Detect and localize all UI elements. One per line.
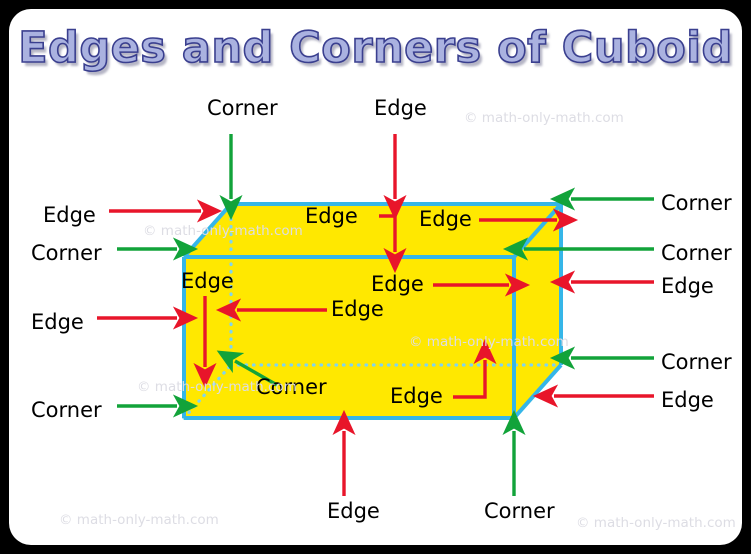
arrow-inner-top-edge-1 — [379, 214, 407, 274]
label-inner-mid-edge-2: Edge — [331, 297, 384, 321]
label-left-corner-2: Corner — [31, 398, 102, 422]
cuboid-hidden-edge-depth-left — [182, 363, 233, 420]
label-bottom-edge: Edge — [327, 499, 380, 523]
label-right-corner-1: Corner — [661, 191, 732, 215]
label-bottom-corner: Corner — [484, 499, 555, 523]
label-inner-top-edge-2: Edge — [419, 207, 472, 231]
watermark: © math-only-math.com — [576, 515, 736, 531]
label-left-edge-1: Edge — [43, 203, 96, 227]
diagram-canvas: Edges and Corners of Cuboid — [9, 9, 742, 545]
label-inner-mid-edge-1: Edge — [371, 272, 424, 296]
cuboid-illustration — [97, 134, 654, 496]
label-inner-top-edge-1: Edge — [305, 204, 358, 228]
label-right-corner-2: Corner — [661, 241, 732, 265]
watermark: © math-only-math.com — [137, 379, 297, 395]
label-inner-left-edge: Edge — [181, 269, 234, 293]
label-left-edge-2: Edge — [31, 310, 84, 334]
label-right-edge-2: Edge — [661, 388, 714, 412]
watermark: © math-only-math.com — [143, 223, 303, 239]
watermark: © math-only-math.com — [59, 512, 219, 528]
label-top-corner: Corner — [207, 96, 278, 120]
watermark: © math-only-math.com — [409, 334, 569, 350]
label-right-edge-1: Edge — [661, 274, 714, 298]
cuboid-face-top — [184, 204, 561, 257]
label-top-edge: Edge — [374, 96, 427, 120]
label-left-corner-1: Corner — [31, 241, 102, 265]
arrow-inner-corner — [216, 350, 278, 387]
arrow-inner-bottom-edge — [453, 338, 497, 399]
watermark: © math-only-math.com — [464, 110, 624, 126]
label-inner-bottom-edge: Edge — [390, 384, 443, 408]
label-right-corner-3: Corner — [661, 350, 732, 374]
page-title: Edges and Corners of Cuboid — [17, 22, 733, 74]
label-inner-corner: Corner — [256, 375, 327, 399]
